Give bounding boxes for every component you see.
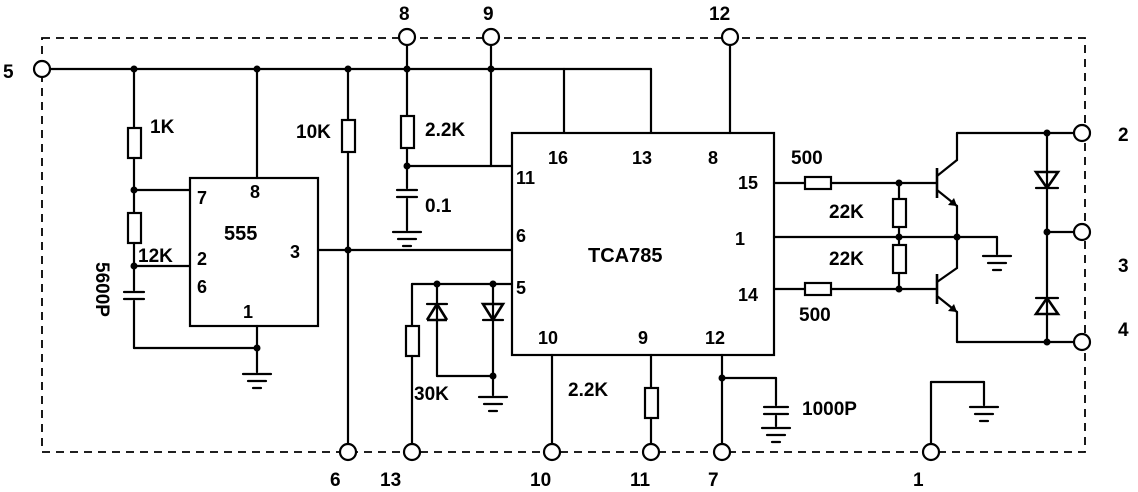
label-500-bottom: 500: [799, 305, 831, 326]
terminal-5: [32, 59, 52, 79]
terminal-13: [402, 442, 422, 462]
ic-tca785-pin1: 1: [735, 229, 745, 249]
ic-tca785-pin14: 14: [738, 285, 758, 305]
terminals: 5 8 9 12 2 3 4 6 13 10 11 7 1: [3, 4, 1129, 491]
ic-tca785-pin9: 9: [638, 328, 648, 348]
resistor-22k-b: [891, 243, 908, 275]
label-22k-b: 22K: [829, 249, 864, 270]
resistor-22k-a: [891, 197, 908, 229]
label-2-2k-top: 2.2K: [425, 120, 465, 141]
label-10k: 10K: [296, 122, 331, 143]
terminal-5-label: 5: [3, 62, 14, 83]
terminal-12: [720, 27, 740, 47]
timing-network: 1K 12K 5600P: [91, 67, 259, 350]
resistor-2-2k-top: [399, 114, 416, 150]
terminal-3: [1072, 222, 1092, 242]
terminal-6: [338, 442, 358, 462]
ic-555-pin6: 6: [197, 277, 207, 297]
ic-tca785-pin5: 5: [516, 278, 526, 298]
module-boundary: [41, 37, 1086, 453]
terminal-11: [641, 442, 661, 462]
label-0-1: 0.1: [425, 196, 452, 217]
terminal-4: [1072, 332, 1092, 352]
output-stage: 500 22K 22K 500: [772, 129, 1084, 346]
terminal-7-label: 7: [708, 470, 719, 491]
diode-output-top: [1033, 170, 1061, 191]
resistor-2-2k-bottom: [643, 386, 660, 420]
resistor-500-top: [803, 175, 833, 191]
terminal-9: [481, 27, 501, 47]
resistor-10k: [340, 118, 357, 154]
terminal-11-label: 11: [630, 470, 651, 491]
ic-tca785-name: TCA785: [588, 245, 662, 267]
label-1000p: 1000P: [802, 399, 857, 420]
ic-555-pin7: 7: [197, 188, 207, 208]
ic-555-pin1: 1: [243, 302, 253, 322]
supply-rail: [48, 65, 653, 135]
ic-555: 555 7 8 2 6 3 1: [188, 67, 514, 390]
terminal-8-label: 8: [399, 4, 410, 25]
ic-tca785-pin8: 8: [708, 148, 718, 168]
terminal-12-label: 12: [709, 4, 730, 25]
resistor-12k: [126, 211, 143, 245]
ic-tca785-pin12: 12: [705, 328, 725, 348]
terminal-13-label: 13: [380, 470, 401, 491]
ground-terminal-1: [929, 380, 1000, 446]
resistor-30k: [404, 324, 421, 358]
ic-tca785-body: [510, 131, 776, 357]
ic-tca785-pin16: 16: [548, 148, 568, 168]
terminal-1-label: 1: [913, 470, 924, 491]
ic-555-body: [188, 176, 320, 328]
ic-tca785-pin15: 15: [738, 173, 758, 193]
label-5600p: 5600P: [91, 262, 112, 317]
terminal-10-label: 10: [530, 470, 551, 491]
label-22k-a: 22K: [829, 202, 864, 223]
bottom-connections: 2.2K 1000P: [550, 353, 857, 446]
resistor-500-bottom: [803, 281, 833, 297]
branch-10k: 10K: [296, 67, 357, 446]
terminal-7: [712, 442, 732, 462]
ic-555-pin8: 8: [250, 182, 260, 202]
ic-tca785: TCA785 16 13 8 11 6 5 15 1 14 10 9 12: [510, 42, 776, 357]
label-500-top: 500: [791, 148, 823, 169]
diode-output-bottom: [1033, 295, 1061, 316]
terminal-10: [542, 442, 562, 462]
ic-tca785-pin13: 13: [632, 148, 652, 168]
sync-diode-network: 30K: [404, 280, 514, 446]
terminal-2: [1072, 123, 1092, 143]
terminal-4-label: 4: [1118, 320, 1129, 341]
ic-tca785-pin10: 10: [538, 328, 558, 348]
ic-tca785-pin6: 6: [516, 226, 526, 246]
label-30k: 30K: [414, 384, 449, 405]
ramp-network: 2.2K 0.1: [391, 42, 514, 248]
terminal-2-label: 2: [1118, 125, 1129, 146]
diode-clamp-right: [480, 302, 506, 323]
terminal-8: [397, 27, 417, 47]
terminal-3-label: 3: [1118, 256, 1129, 277]
label-2-2k-bottom: 2.2K: [568, 380, 608, 401]
ic-555-name: 555: [224, 223, 257, 245]
ic-tca785-pin11: 11: [516, 168, 535, 188]
label-1k: 1K: [150, 117, 175, 138]
terminal-1: [921, 442, 941, 462]
label-12k: 12K: [138, 246, 173, 267]
ic-555-pin3: 3: [290, 242, 300, 262]
resistor-1k: [126, 126, 143, 160]
terminal-6-label: 6: [330, 470, 341, 491]
terminal-9-label: 9: [483, 4, 494, 25]
ic-555-pin2: 2: [197, 249, 207, 269]
